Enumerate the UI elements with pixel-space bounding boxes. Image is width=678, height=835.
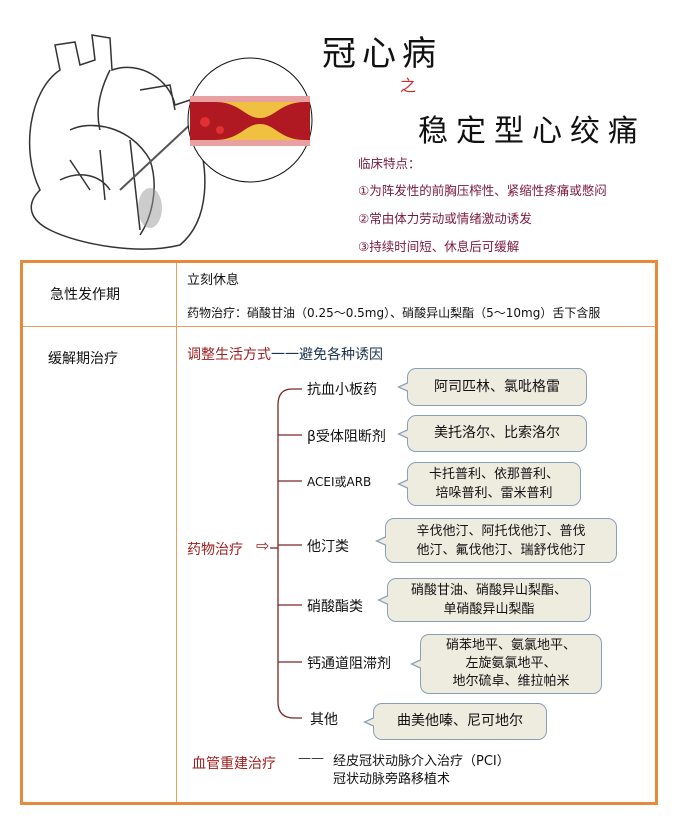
heart-illustration [28,34,313,250]
drug-class-acei-arb: ACEI或ARB [307,475,372,489]
revascularization-pci: 经皮冠状动脉介入治疗（PCI） [333,754,510,769]
column-divider [176,263,177,802]
acute-label: 急性发作期 [50,287,120,303]
treatment-table [20,260,658,805]
lifestyle-detail: 一一避免各种诱因 [271,347,383,363]
drug-class-beta-blocker: β受体阻断剂 [307,429,386,445]
callout-ccb: 硝苯地平、氨氯地平、 左旋氨氯地平、 地尔硫卓、维拉帕米 [410,634,602,694]
row-divider [23,326,655,327]
title-sub: 稳定型心绞痛 [418,114,646,149]
title-main: 冠心病 [322,34,442,74]
drug-class-other: 其他 [310,712,338,728]
clinical-heading: 临床特点： [358,156,421,171]
drug-class-statin: 他汀类 [307,539,349,555]
revascularization-label: 血管重建治疗 [192,756,276,772]
clinical-point: ③持续时间短、休息后可缓解 [358,239,520,254]
clinical-point: ②常由体力劳动或情绪激动诱发 [358,211,532,226]
lifestyle-heading: 调整生活方式 [187,347,271,363]
callout-statin: 辛伐他汀、阿托伐他汀、普伐 他汀、氟伐他汀、瑞舒伐他汀 [375,518,617,563]
clinical-point: ①为阵发性的前胸压榨性、紧缩性疼痛或憋闷 [358,183,607,198]
drug-class-nitrate: 硝酸酯类 [307,599,363,615]
revascularization-dash: —— [298,751,324,766]
drug-class-antiplatelet: 抗血小板药 [307,382,377,398]
acute-drug: 药物治疗：硝酸甘油（0.25～0.5mg）、硝酸异山梨酯（5～10mg）舌下含服 [187,306,601,320]
callout-antiplatelet: 阿司匹林、氯吡格雷 [397,368,587,406]
revascularization-cabg: 冠状动脉旁路移植术 [333,772,451,787]
lifestyle-line: 调整生活方式一一避免各种诱因 [187,344,383,364]
callout-beta-blocker: 美托洛尔、比索洛尔 [397,415,587,452]
arrow-right-icon: ⇨ [256,536,270,555]
drug-bracket [270,388,302,719]
acute-rest: 立刻休息 [187,273,240,288]
title-connector: 之 [400,76,417,95]
callout-other: 曲美他嗪、尼可地尔 [363,703,547,740]
callout-nitrate: 硝酸甘油、硝酸异山梨酯、 单硝酸异山梨酯 [377,578,591,622]
drug-class-ccb: 钙通道阻滞剂 [307,656,391,672]
callout-acei-arb: 卡托普利、依那普利、 培哚普利、雷米普利 [397,462,581,506]
remission-label: 缓解期治疗 [48,351,118,367]
drug-treatment-label: 药物治疗 [187,542,243,558]
